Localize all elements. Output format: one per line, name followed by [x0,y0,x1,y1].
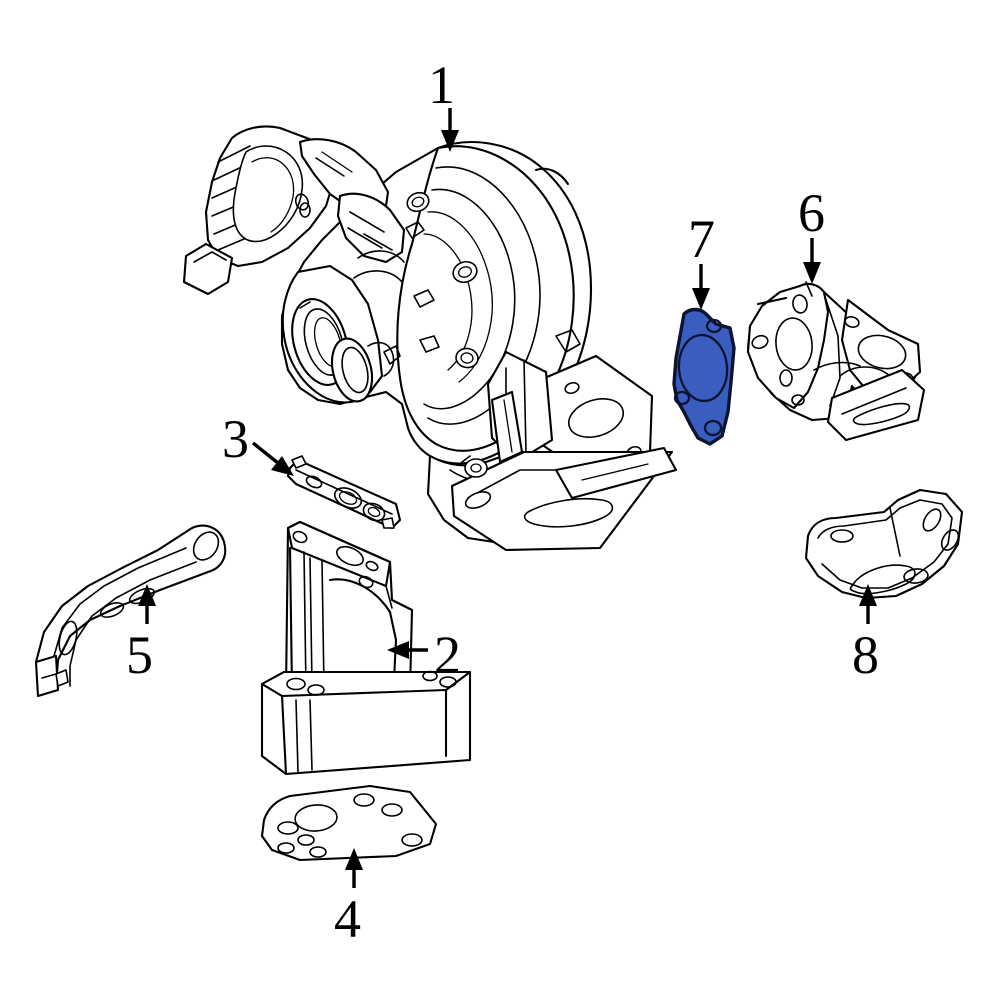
part-1-turbocharger[interactable] [182,125,678,552]
part-5-support-strut-bracket[interactable] [34,524,227,698]
callout-label-8: 8 [852,625,879,685]
arrow-head-4 [345,848,363,870]
callout-label-6: 6 [798,183,825,243]
part-6-exhaust-outlet-elbow[interactable] [746,281,926,442]
arrow-line-3 [251,441,280,465]
part-2-turbocharger-mounting-bracket[interactable] [260,520,472,776]
callout-label-7: 7 [688,209,715,269]
callout-label-4: 4 [334,889,361,949]
part-7-exhaust-outlet-gasket[interactable] [672,307,736,446]
part-8-exhaust-support-bracket[interactable] [804,488,964,600]
arrow-head-7 [692,288,710,310]
arrow-head-2 [387,641,409,659]
arrow-head-6 [803,262,821,284]
callout-label-5: 5 [126,625,153,685]
arrow-head-5 [138,584,156,606]
part-3-oil-feed-gasket-plate[interactable] [286,455,402,530]
callout-arrows [138,108,877,888]
arrow-head-3 [271,456,294,476]
arrow-head-8 [859,584,877,606]
arrow-head-1 [441,130,459,152]
callout-label-1: 1 [428,55,455,115]
part-4-bracket-gasket[interactable] [260,784,438,862]
callout-label-2: 2 [434,625,461,685]
callout-label-3: 3 [222,409,249,469]
